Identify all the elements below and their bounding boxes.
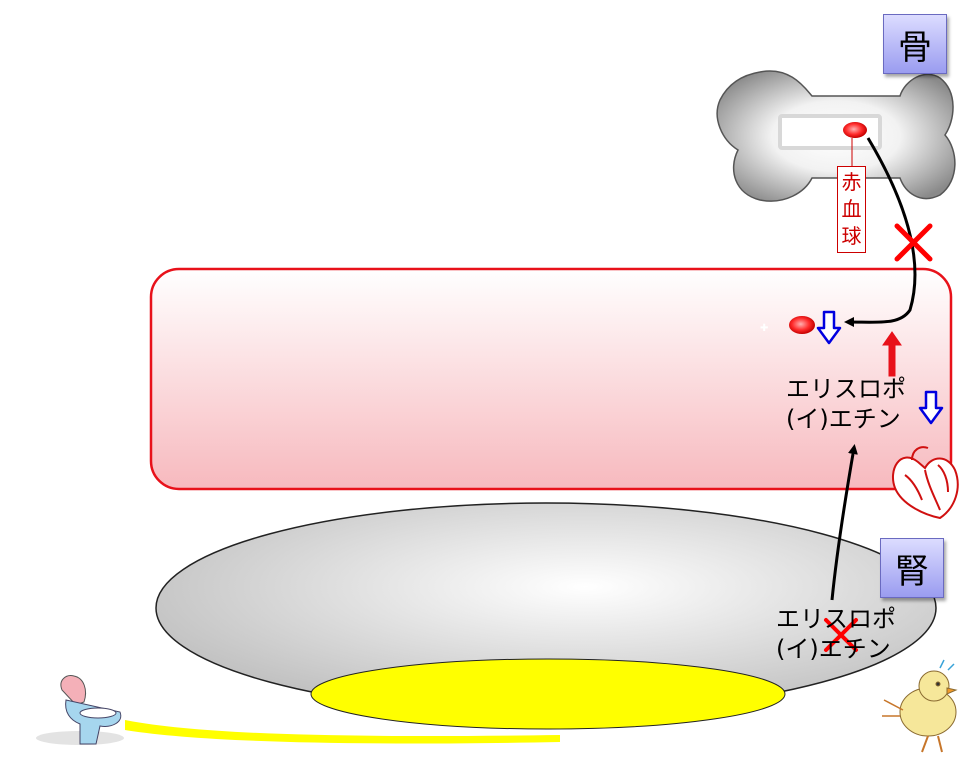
red-blood-cell-label: 赤 血 球 <box>837 166 866 253</box>
epo-blood-line2: (イ)エチン <box>786 405 901 433</box>
bone-rbc <box>843 122 867 138</box>
rbc-release-cross <box>894 223 933 262</box>
chick-icon <box>882 659 958 753</box>
epo-blood-line1: エリスロポ <box>786 375 906 403</box>
urine-pool <box>310 658 786 730</box>
rbc-release-arrow <box>844 137 917 328</box>
blood-vessel <box>149 267 953 491</box>
kidney-label: 腎 <box>880 538 944 598</box>
vessel-rbc <box>789 316 815 334</box>
stimulus-up-arrow <box>882 331 902 377</box>
epo-decrease-arrow <box>918 390 944 425</box>
epo-kidney-line1: エリスロポ <box>776 605 896 633</box>
epo-kidney-line2: (イ)エチン <box>776 635 891 663</box>
bone-icon <box>716 70 956 202</box>
urine-stream <box>125 720 560 744</box>
bone-label: 骨 <box>883 14 947 74</box>
epo-production-cross <box>824 618 858 652</box>
toilet-icon <box>36 675 124 745</box>
rbc-decrease-arrow <box>816 310 842 345</box>
epo-secretion-arrow <box>830 444 858 601</box>
sparkle-mark: ✚ <box>760 323 768 334</box>
heart-icon <box>892 446 959 520</box>
